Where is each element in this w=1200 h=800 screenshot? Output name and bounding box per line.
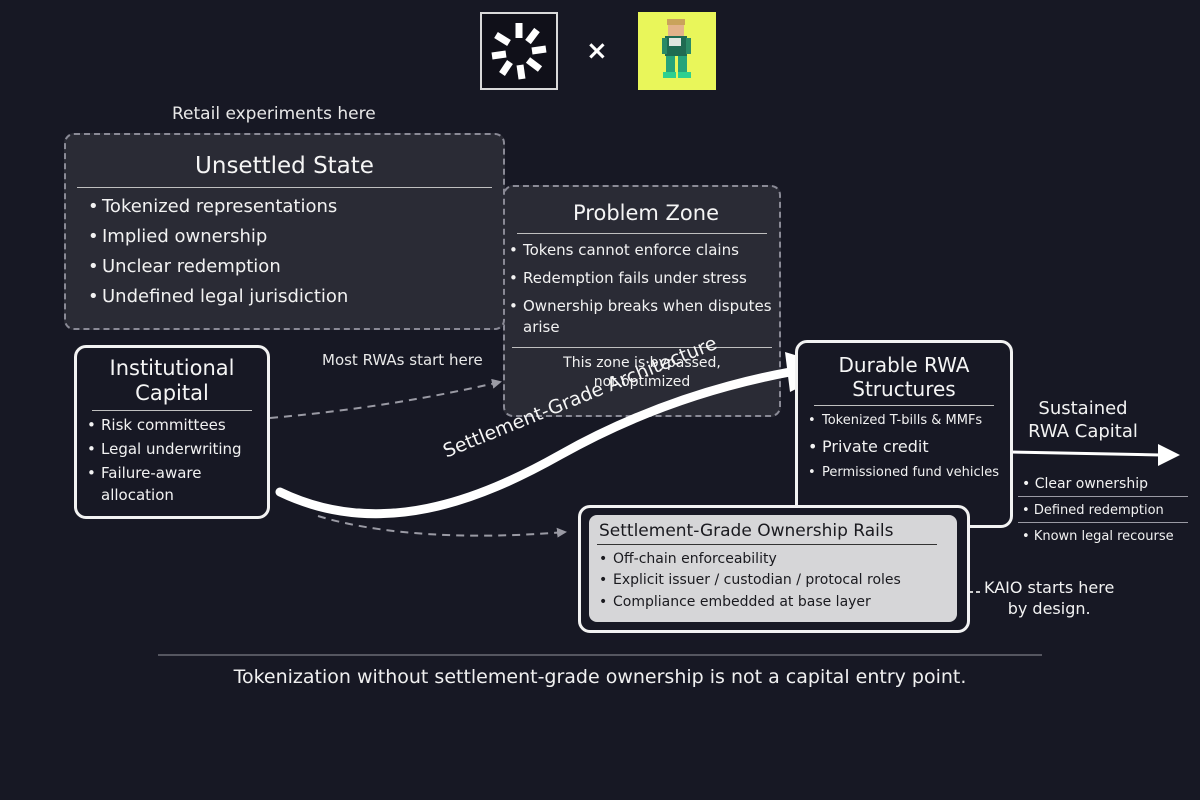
sustained-item: • Known legal recourse [1022, 529, 1174, 544]
unsettled-state-title: Unsettled State [195, 153, 374, 179]
problem-item: Tokens cannot enforce clains [509, 240, 779, 262]
rails-inner-box: Settlement-Grade Ownership Rails Off-cha… [589, 515, 957, 622]
problem-item: Ownership breaks when disputes arise [509, 296, 778, 340]
kaio-line-2: by design. [1007, 598, 1091, 618]
rails-list: Off-chain enforceability Explicit issuer… [599, 549, 957, 612]
institutional-title-line-2: Capital [135, 381, 209, 406]
rails-divider [597, 544, 937, 545]
durable-rwa-box: Durable RWA Structures Tokenized T-bills… [795, 340, 1013, 528]
durable-list: Tokenized T-bills & MMFs Private credit … [808, 412, 1010, 483]
unsettled-item: Implied ownership [88, 224, 503, 250]
institutional-divider [92, 410, 252, 412]
starburst-icon [491, 23, 547, 80]
dashed-arrow-to-rails [317, 515, 567, 538]
sustained-list: • Clear ownership • Defined redemption •… [1018, 474, 1188, 544]
bypass-line-2: not optimized [593, 373, 691, 390]
sustained-line-2: RWA Capital [1028, 420, 1138, 442]
institutional-list: Risk committees Legal underwriting Failu… [87, 415, 267, 506]
bypass-line-1: This zone is bypassed, [563, 355, 721, 371]
durable-divider [814, 405, 994, 406]
sustained-item-text: Defined redemption [1033, 503, 1164, 518]
sustained-item-text: Known legal recourse [1033, 529, 1174, 544]
unsettled-item: Unclear redemption [88, 254, 503, 280]
unsettled-item: Undefined legal jurisdiction [88, 284, 503, 310]
rails-item: Off-chain enforceability [599, 549, 957, 570]
rails-item: Explicit issuer / custodian / protocal r… [599, 570, 957, 591]
durable-item: Permissioned fund vehicles [808, 464, 1010, 483]
durable-item: Tokenized T-bills & MMFs [808, 412, 1010, 431]
problem-zone-list: Tokens cannot enforce clains Redemption … [509, 240, 779, 339]
durable-title-line-2: Structures [852, 377, 956, 401]
sustained-line-1: Sustained [1038, 398, 1128, 419]
problem-zone-divider [517, 233, 767, 234]
sustained-arrow-head [1158, 444, 1180, 466]
retail-experiments-label: Retail experiments here [172, 104, 376, 124]
unsettled-state-divider [77, 187, 492, 188]
sustained-item-text: Clear ownership [1034, 476, 1148, 492]
rails-item: Compliance embedded at base layer [599, 592, 957, 613]
unsettled-state-box: Unsettled State Tokenized representation… [64, 133, 505, 330]
institutional-item: Risk committees [87, 415, 267, 437]
unsettled-state-list: Tokenized representations Implied owners… [88, 194, 503, 310]
kaio-logo [480, 12, 558, 90]
footer-statement: Tokenization without settlement-grade ow… [233, 666, 967, 688]
character-avatar [638, 12, 716, 90]
pixel-character-icon [662, 19, 691, 78]
unsettled-item: Tokenized representations [88, 194, 503, 220]
main-arrow-shaft [275, 367, 795, 519]
bypass-note: This zone is bypassed, not optimized [505, 354, 779, 392]
kaio-note: KAIO starts here by design. [984, 578, 1114, 620]
dashed-arrow-to-problem [269, 378, 502, 419]
institutional-title-line-1: Institutional [109, 356, 235, 380]
sustained-item: • Clear ownership [1018, 474, 1188, 497]
sustained-item: • Defined redemption [1018, 497, 1188, 523]
institutional-item: Legal underwriting [87, 439, 267, 461]
most-rwas-label: Most RWAs start here [322, 351, 483, 369]
institutional-item: Failure-aware allocation [87, 463, 219, 507]
problem-zone-box: Problem Zone Tokens cannot enforce clain… [503, 185, 781, 417]
kaio-line-1: KAIO starts here [984, 578, 1115, 597]
durable-title: Durable RWA Structures [798, 353, 1010, 401]
institutional-capital-box: Institutional Capital Risk committees Le… [74, 345, 270, 519]
institutional-title: Institutional Capital [77, 356, 267, 406]
sustained-capital-label: Sustained RWA Capital [1018, 398, 1148, 443]
problem-item: Redemption fails under stress [509, 268, 779, 290]
problem-zone-title: Problem Zone [573, 201, 719, 225]
problem-zone-divider-2 [512, 347, 772, 348]
rails-outer-box: Settlement-Grade Ownership Rails Off-cha… [578, 505, 970, 633]
sustained-arrow-shaft [1009, 450, 1161, 457]
durable-item: Private credit [808, 435, 1010, 458]
durable-title-line-1: Durable RWA [838, 353, 970, 377]
times-separator: × [586, 36, 608, 66]
rails-title: Settlement-Grade Ownership Rails [599, 521, 894, 541]
